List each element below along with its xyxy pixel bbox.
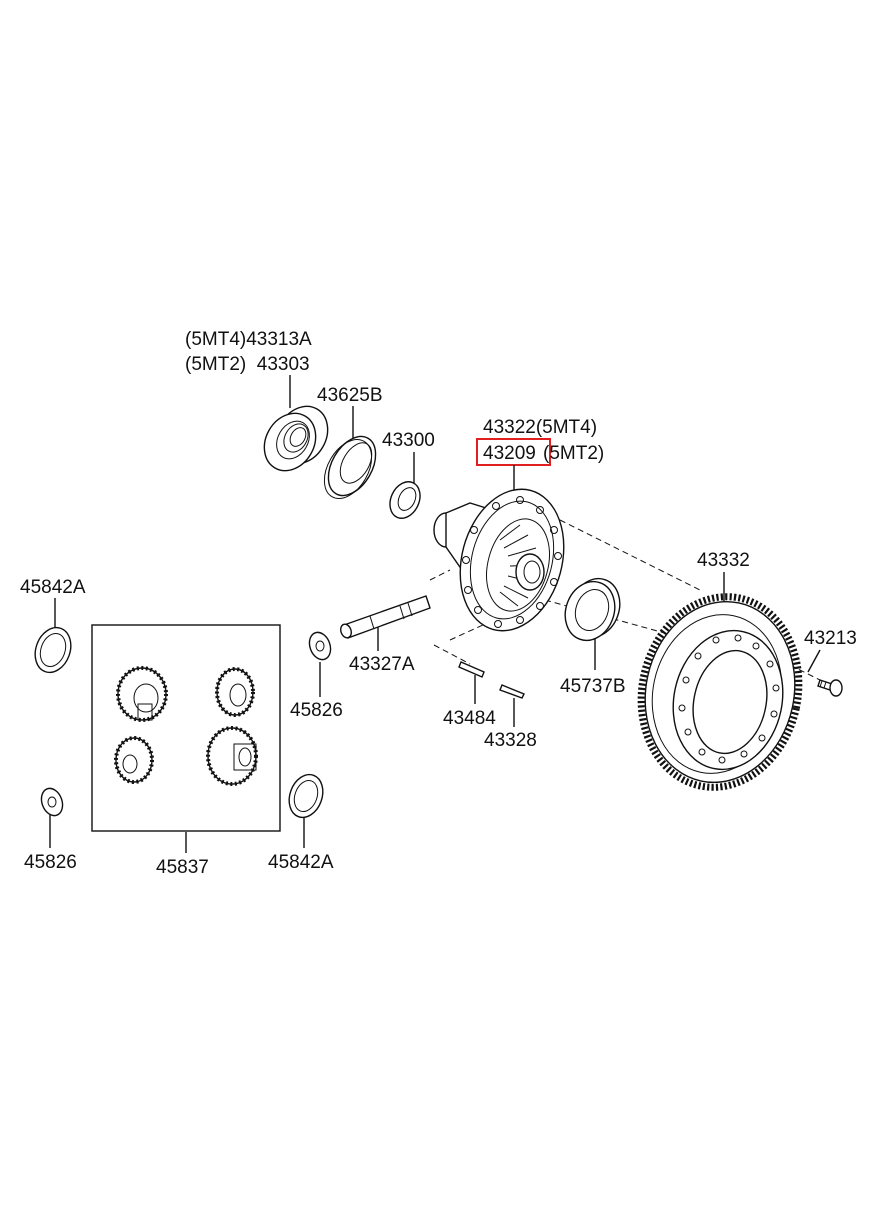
pin-long-icon [458, 661, 485, 678]
label-case-5mt2[interactable]: (5MT2) [543, 443, 604, 464]
tapered-roller-bearing-icon [263, 405, 329, 472]
case-bolt-holes [462, 496, 562, 628]
label-gear-set[interactable]: 45837 [156, 857, 209, 878]
leader-lines [49, 375, 821, 853]
bolt-icon [817, 679, 843, 697]
washer-large-top-icon [34, 626, 72, 674]
side-gear-right-icon [215, 667, 255, 717]
washer-small-top-icon [308, 631, 332, 661]
label-bearing-5mt2[interactable]: (5MT2) 43303 [185, 354, 310, 375]
label-washer-small-top[interactable]: 45826 [290, 700, 343, 721]
side-gear-left-icon [116, 666, 168, 722]
label-ring-gear[interactable]: 43332 [697, 550, 750, 571]
pinion-gear-left-icon [114, 736, 154, 784]
label-case-highlight[interactable]: 43209 [483, 443, 536, 464]
label-shim[interactable]: 43625B [317, 385, 383, 406]
label-bearing-5mt4[interactable]: (5MT4)43313A [185, 329, 312, 350]
label-bolt[interactable]: 43213 [804, 628, 857, 649]
differential-case-icon [433, 488, 565, 632]
pinion-gear-right-icon [206, 726, 258, 786]
pinion-shaft-icon [340, 595, 431, 639]
oil-seal-left-icon [389, 481, 421, 519]
ring-gear-icon [637, 593, 803, 791]
label-washer-large-bottom[interactable]: 45842A [268, 852, 334, 873]
label-pin-long[interactable]: 43484 [443, 708, 496, 729]
label-seal-right[interactable]: 45737B [560, 676, 626, 697]
label-washer-small-bottom[interactable]: 45826 [24, 852, 77, 873]
gear-set-box [91, 624, 281, 832]
label-case-5mt4[interactable]: 43322(5MT4) [483, 417, 597, 438]
label-pinion-shaft[interactable]: 43327A [349, 654, 415, 675]
label-seal-left[interactable]: 43300 [382, 430, 435, 451]
gear-bolt-holes [678, 634, 780, 764]
washer-small-bottom-icon [40, 787, 64, 817]
pin-short-icon [499, 684, 525, 699]
label-pin-short[interactable]: 43328 [484, 730, 537, 751]
label-washer-large-top[interactable]: 45842A [20, 577, 86, 598]
oil-seal-right-icon [564, 577, 621, 642]
shim-ring-icon [323, 435, 377, 499]
washer-large-bottom-icon [288, 773, 324, 819]
